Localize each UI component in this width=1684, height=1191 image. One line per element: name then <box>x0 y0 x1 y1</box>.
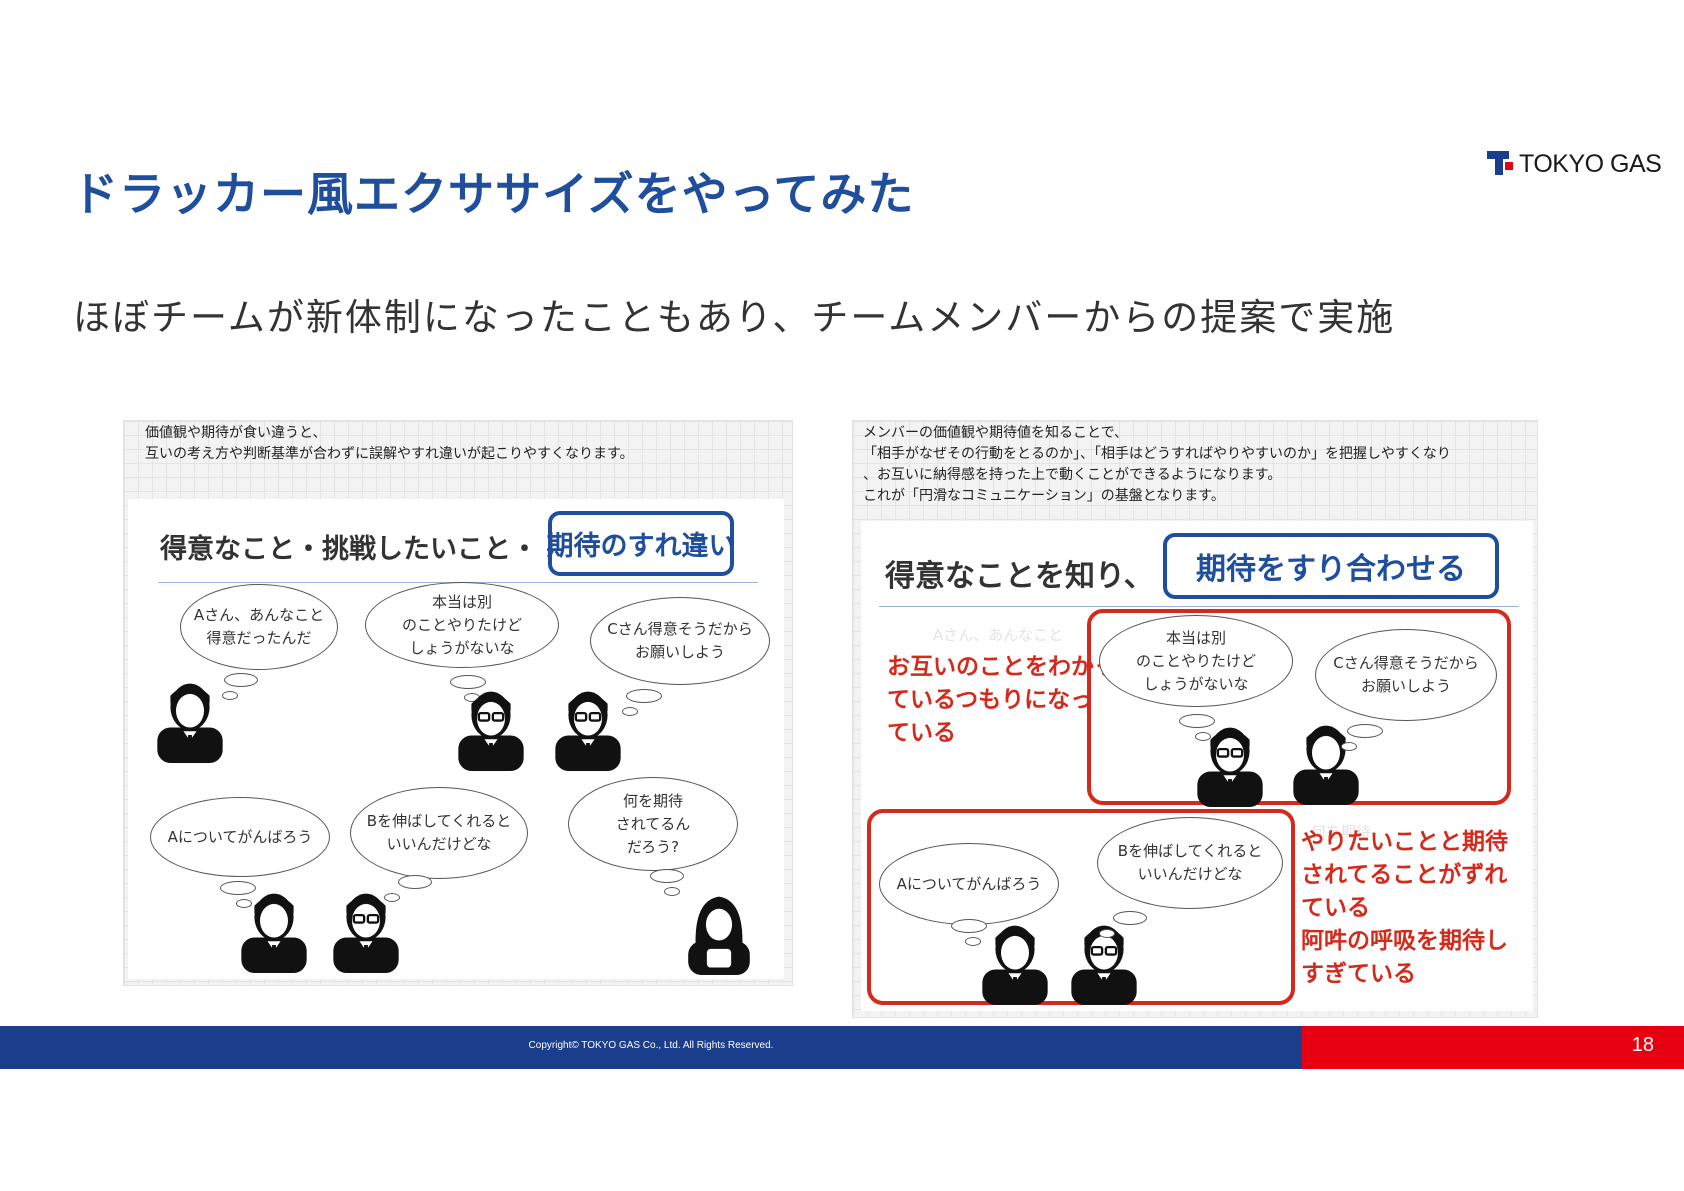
thought-dot <box>965 937 981 946</box>
thought-dot <box>1195 732 1211 741</box>
thought-dot <box>951 919 987 933</box>
left-note-line-1: 価値観や期待が食い違うと、 <box>145 425 327 441</box>
left-slide-heading: 得意なこと・挑戦したいこと・ <box>160 534 538 565</box>
person-a-icon <box>981 921 1049 1005</box>
right-slide-highlight: 期待をすり合わせる <box>1163 533 1499 599</box>
thought-dot <box>664 887 680 896</box>
right-screenshot-panel: メンバーの価値観や期待値を知ることで、 「相手がなぜその行動をとるのか」、「相手… <box>852 420 1538 1018</box>
footer-blue-band <box>0 1026 1302 1069</box>
thought-dot <box>398 875 432 889</box>
thought-bubble: Cさん得意そうだから お願いしよう <box>590 597 770 685</box>
thought-bubble: Bを伸ばしてくれると いいんだけどな <box>350 787 528 879</box>
page-title: ドラッカー風エクササイズをやってみた <box>72 167 915 221</box>
thought-dot <box>622 707 638 716</box>
thought-dot <box>1099 929 1115 938</box>
thought-bubble: Aさん、あんなこと 得意だったんだ <box>180 584 338 670</box>
thought-dot <box>220 881 256 895</box>
person-manager-icon <box>555 687 621 771</box>
thought-bubble: Cさん得意そうだから お願いしよう <box>1315 629 1497 721</box>
person-a-icon <box>240 889 308 973</box>
page-number: 18 <box>1631 1034 1654 1056</box>
callout-text-2: やりたいことと期待 されてることがずれ ている 阿吽の呼吸を期待し すぎている <box>1301 829 1508 987</box>
left-note-line-2: 互いの考え方や判断基準が合わずに誤解やすれ違いが起こりやすくなります。 <box>145 446 634 462</box>
right-note-line-4: これが「円滑なコミュニケーション」の基盤となります。 <box>863 488 1225 504</box>
thought-dot <box>1179 714 1215 728</box>
thought-dot <box>1347 724 1383 738</box>
right-note-line-2: 「相手がなぜその行動をとるのか」、「相手はどうすればやりやすいのか」を把握しやす… <box>863 446 1451 462</box>
callout-box-top <box>1087 609 1511 805</box>
copyright-text: Copyright© TOKYO GAS Co., Ltd. All Right… <box>528 1040 774 1051</box>
right-slide-heading: 得意なことを知り、 <box>885 559 1154 594</box>
thought-bubble: Bを伸ばしてくれると いいんだけどな <box>1097 817 1283 909</box>
thought-dot <box>384 893 400 902</box>
tokyo-gas-logo: TOKYO GAS <box>1487 148 1662 180</box>
left-slide: 得意なこと・挑戦したいこと・ 期待のすれ違い Aさん、あんなこと 得意だったんだ… <box>128 499 784 979</box>
page-subtitle: ほぼチームが新体制になったこともあり、チームメンバーからの提案で実施 <box>73 296 1396 339</box>
thought-bubble: Aについてがんばろう <box>879 843 1059 925</box>
thought-dot <box>1113 911 1147 925</box>
tokyo-gas-mark-icon <box>1487 151 1515 177</box>
thought-dot <box>224 673 258 687</box>
person-c-icon <box>686 891 752 975</box>
thought-dot <box>626 689 662 703</box>
person-a-icon <box>156 679 224 763</box>
ghost-text: Aさん、あんなこと <box>933 626 1064 644</box>
thought-dot <box>450 675 486 689</box>
right-note-line-1: メンバーの価値観や期待値を知ることで、 <box>863 425 1129 441</box>
right-slide: 得意なことを知り、 期待をすり合わせる Aさん、あんなこと 何を期待 お互いのこ… <box>861 521 1533 1011</box>
thought-dot <box>222 691 238 700</box>
thought-bubble: Aについてがんばろう <box>150 797 330 877</box>
left-screenshot-panel: 価値観や期待が食い違うと、 互いの考え方や判断基準が合わずに誤解やすれ違いが起こ… <box>123 420 793 986</box>
thought-dot <box>236 899 252 908</box>
logo-text: TOKYO GAS <box>1519 149 1662 178</box>
thought-dot <box>650 869 684 883</box>
person-b-icon <box>1197 723 1263 807</box>
ghost-text: 何を期待 <box>1311 823 1372 841</box>
thought-bubble: 何を期待 されてるん だろう? <box>568 777 738 871</box>
thought-bubble: 本当は別 のことやりたけど しょうがないな <box>1099 615 1293 707</box>
right-note-line-3: 、お互いに納得感を持った上で動くことができるようになります。 <box>863 467 1282 483</box>
thought-bubble: 本当は別 のことやりたけど しょうがないな <box>365 582 559 668</box>
footer-red-band <box>1302 1026 1684 1069</box>
thought-dot <box>1341 742 1357 751</box>
right-slide-rule <box>879 606 1519 607</box>
left-slide-highlight: 期待のすれ違い <box>547 511 736 576</box>
callout-text-1: お互いのことをわかっ ているつもりになっ ている <box>887 654 1117 746</box>
person-b-icon <box>458 687 524 771</box>
